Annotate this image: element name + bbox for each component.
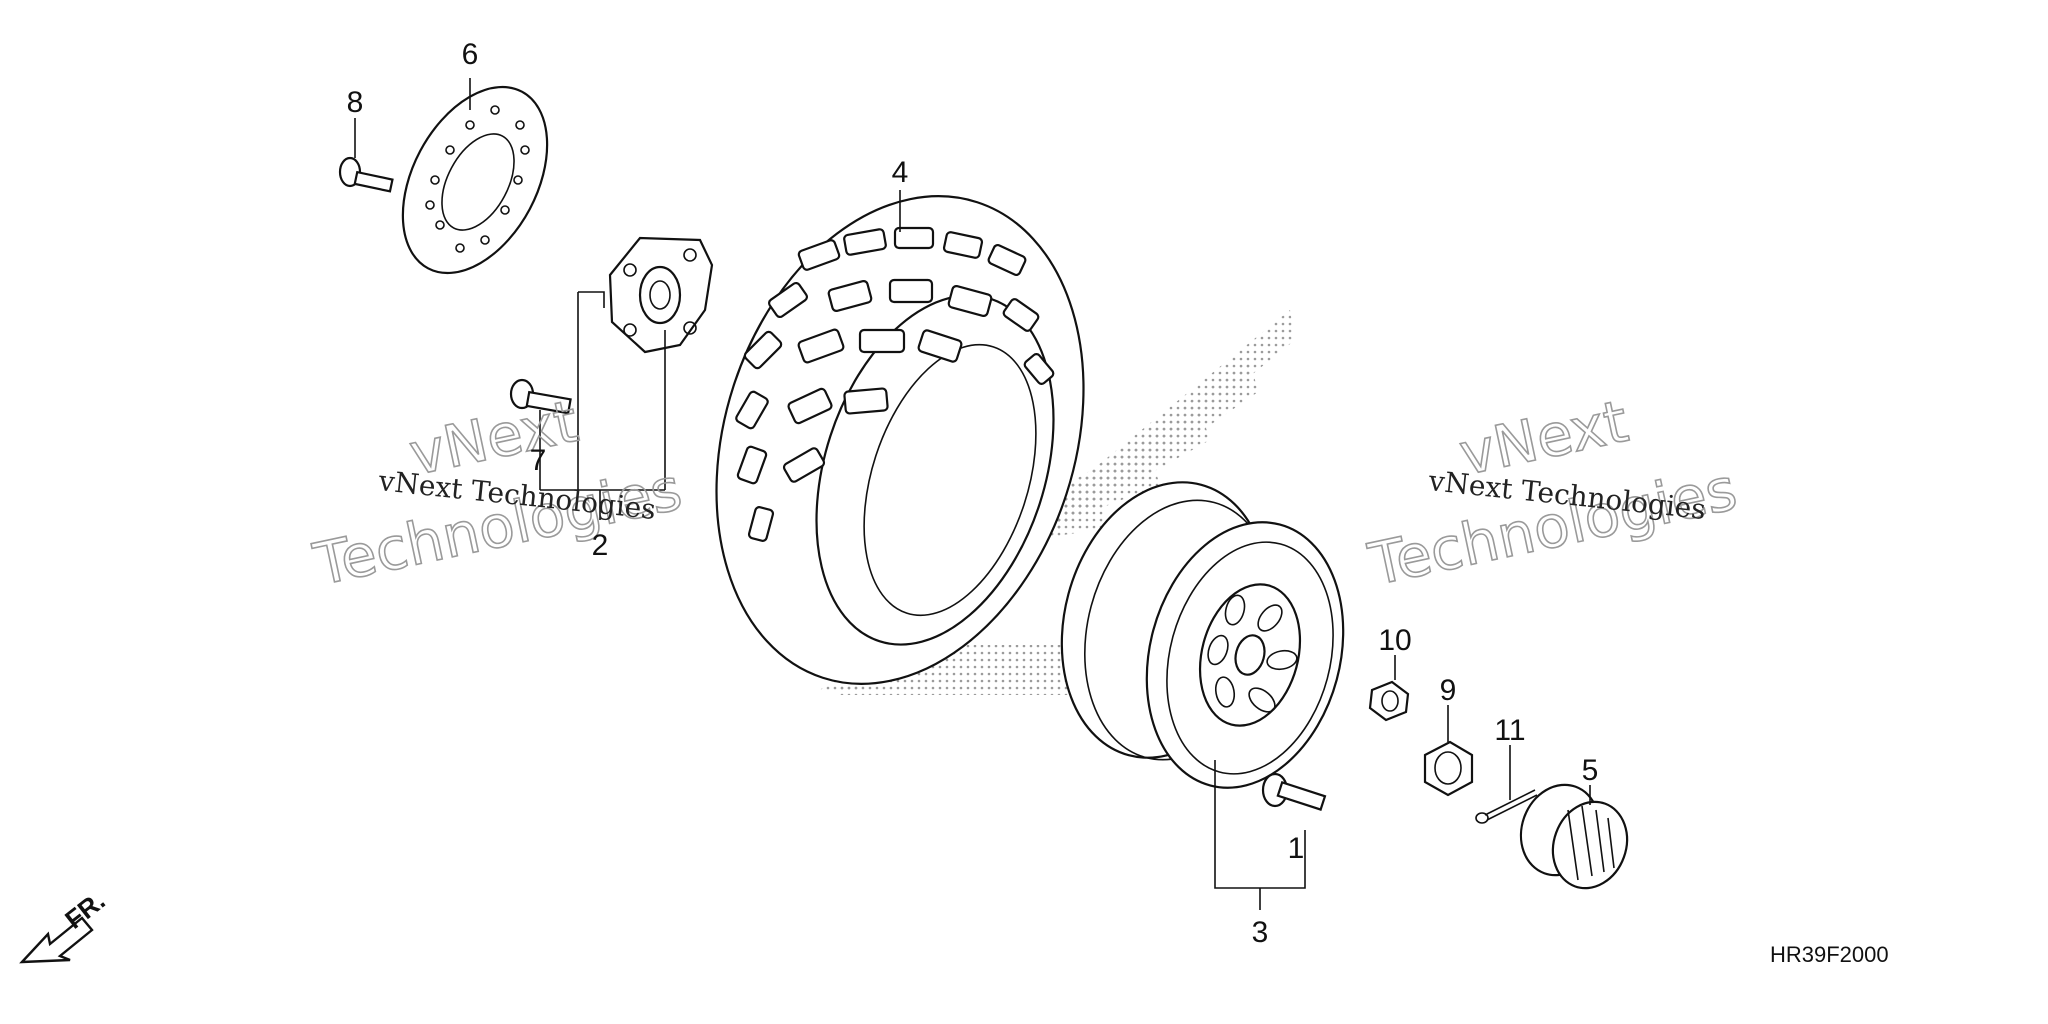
callout-2: 2	[592, 529, 609, 562]
callout-11: 11	[1494, 714, 1525, 747]
castle-nut	[1423, 740, 1474, 797]
wheel-rim	[1060, 481, 1345, 789]
hub-bolt	[509, 378, 572, 415]
callout-1: 1	[1288, 832, 1305, 865]
callout-labels: 1 2 3 4 5 6 7 8 9 10 11	[347, 38, 1599, 949]
disc-bolt	[338, 156, 394, 193]
diagram-code: HR39F2000	[1770, 942, 1889, 967]
callout-4: 4	[892, 156, 909, 189]
watermark-right: vNext Technologies vNext Technologies	[1362, 386, 1743, 600]
callout-6: 6	[462, 38, 479, 71]
hub-cap	[1519, 783, 1629, 890]
callout-8: 8	[347, 86, 364, 119]
callout-7: 7	[530, 444, 547, 477]
rim-spoke-holes	[1207, 594, 1298, 713]
brake-disc-holes	[425, 105, 530, 253]
callout-9: 9	[1440, 674, 1457, 707]
arrow-icon	[19, 916, 94, 964]
wheel-hub	[608, 236, 714, 354]
wheel-nut	[1368, 680, 1410, 722]
callout-3: 3	[1252, 916, 1269, 949]
brake-disc	[401, 85, 549, 275]
callout-5: 5	[1582, 754, 1599, 787]
tire-tread-blocks	[735, 226, 1055, 542]
callout-10: 10	[1378, 624, 1411, 657]
valve-stem	[1261, 772, 1327, 811]
front-direction-indicator: FR.	[19, 885, 111, 964]
leader-lines	[354, 78, 1591, 910]
front-label: FR.	[59, 885, 110, 934]
watermark-left: vNext Technologies vNext Technologies	[307, 386, 688, 600]
cotter-pin	[1475, 789, 1538, 824]
tire	[715, 195, 1085, 685]
